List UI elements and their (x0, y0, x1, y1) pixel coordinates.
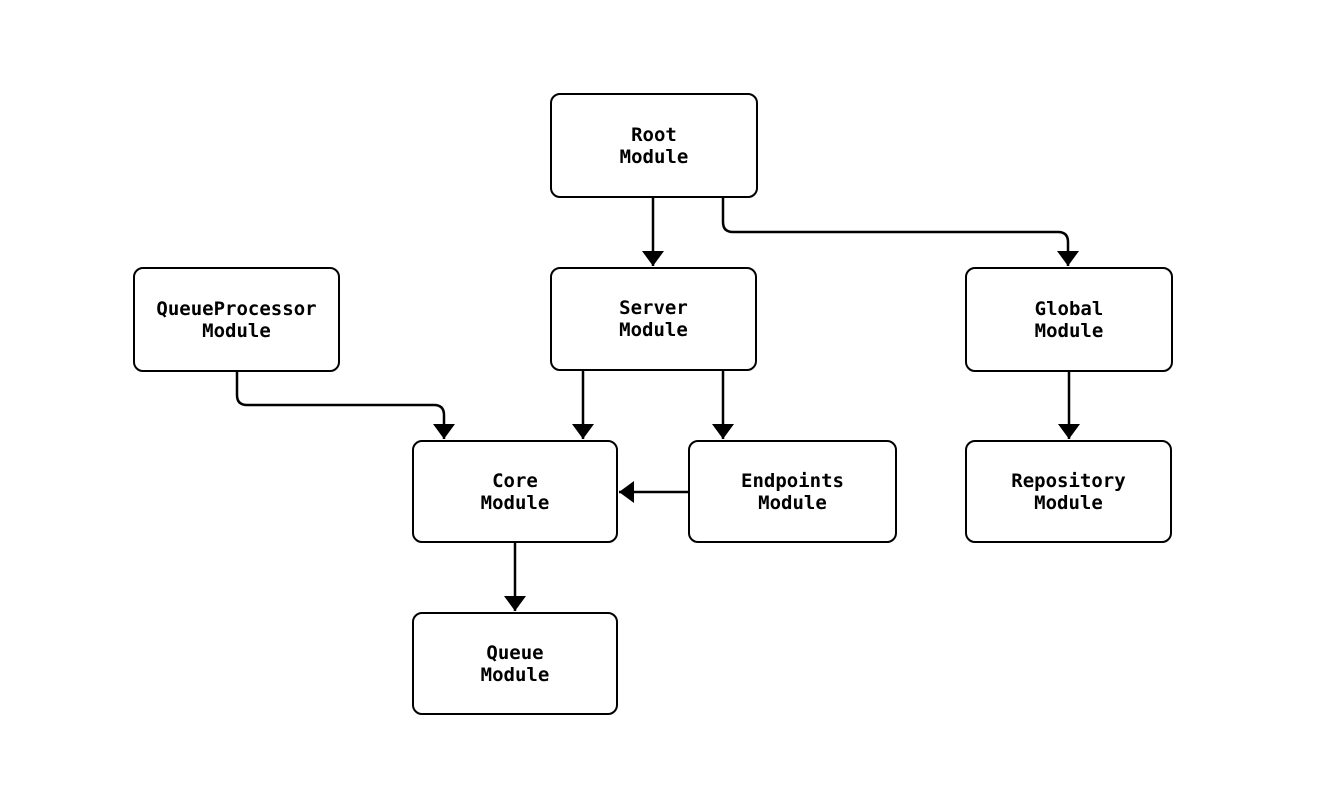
node-endpoints: Endpoints Module (688, 440, 897, 543)
node-server: Server Module (550, 267, 757, 371)
node-repository: Repository Module (965, 440, 1172, 543)
node-queueprocessor: QueueProcessor Module (133, 267, 340, 372)
node-global: Global Module (965, 267, 1173, 372)
node-root-label: Root Module (619, 123, 689, 168)
node-core: Core Module (412, 440, 618, 543)
node-root: Root Module (550, 93, 758, 198)
node-core-label: Core Module (480, 469, 550, 514)
node-queue-label: Queue Module (480, 641, 550, 686)
edge-queueprocessor-core (235, 372, 455, 439)
node-global-label: Global Module (1034, 297, 1104, 342)
node-queueprocessor-label: QueueProcessor Module (156, 297, 317, 342)
node-endpoints-label: Endpoints Module (741, 469, 844, 514)
node-queue: Queue Module (412, 612, 618, 715)
node-repository-label: Repository Module (1011, 469, 1126, 514)
edge-root-global (721, 198, 1079, 266)
node-server-label: Server Module (619, 297, 688, 341)
